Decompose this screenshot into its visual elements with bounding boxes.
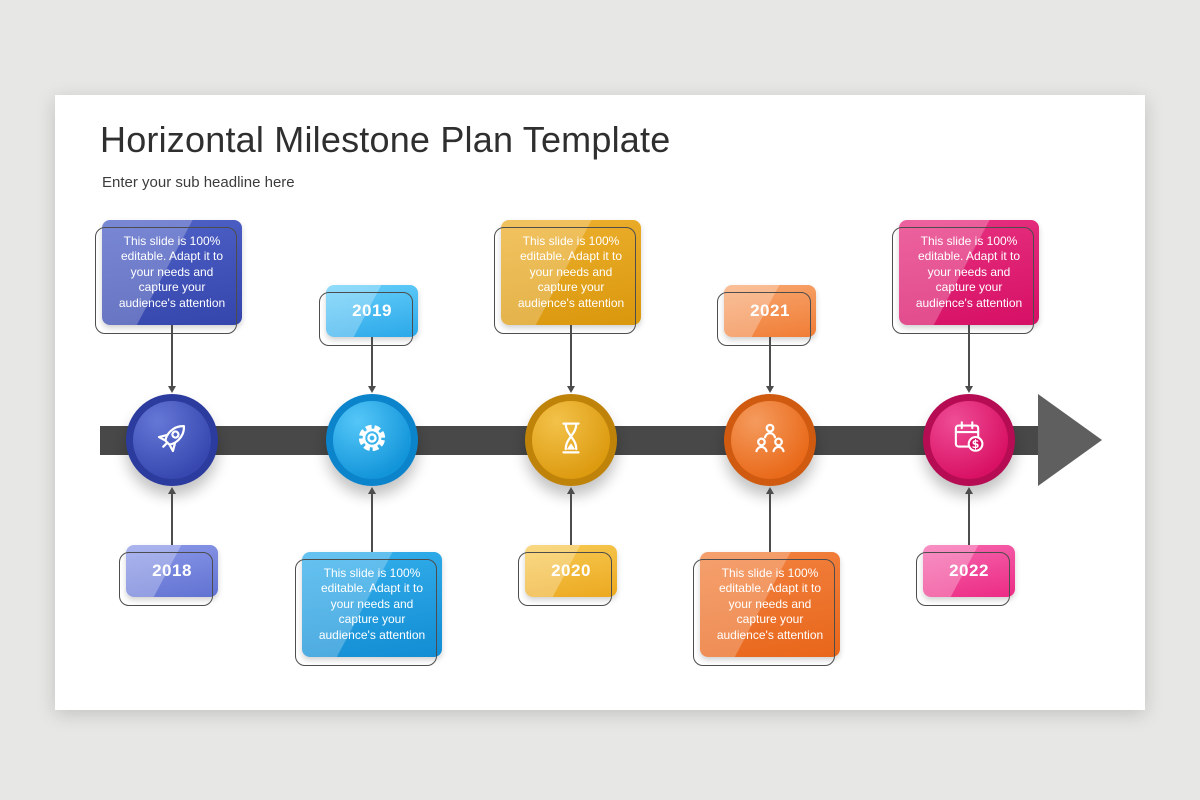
timeline-arrowhead-icon xyxy=(1038,394,1102,486)
hourglass-icon xyxy=(551,418,591,463)
connector-arrow-down xyxy=(168,325,176,393)
year-badge-2019: 2019 xyxy=(319,285,418,346)
description-box-2020: This slide is 100% editable. Adapt it to… xyxy=(494,220,641,334)
milestone-circle-inner: $ xyxy=(930,401,1008,479)
year-badge-2022: 2022 xyxy=(916,545,1015,606)
milestone-circle-2018 xyxy=(126,394,218,486)
connector-arrow-up xyxy=(567,487,575,545)
year-badge-2021: 2021 xyxy=(717,285,816,346)
description-box-2021: This slide is 100% editable. Adapt it to… xyxy=(693,552,840,666)
slide-canvas: Horizontal Milestone Plan Template Enter… xyxy=(55,95,1145,710)
milestone-circle-2021 xyxy=(724,394,816,486)
year-badge-2018: 2018 xyxy=(119,545,218,606)
connector-arrow-up xyxy=(168,487,176,545)
connector-arrow-up xyxy=(368,487,376,552)
slide-title: Horizontal Milestone Plan Template xyxy=(100,119,671,160)
year-badge-2020: 2020 xyxy=(518,545,617,606)
svg-text:$: $ xyxy=(972,437,980,450)
milestone-circle-inner xyxy=(731,401,809,479)
gear-icon xyxy=(351,417,393,464)
description-box-2018: This slide is 100% editable. Adapt it to… xyxy=(95,220,242,334)
connector-arrow-down xyxy=(368,337,376,393)
description-box-2019: This slide is 100% editable. Adapt it to… xyxy=(295,552,442,666)
calendar-dollar-icon: $ xyxy=(948,417,990,464)
connector-arrow-down xyxy=(965,325,973,393)
connector-arrow-down xyxy=(567,325,575,393)
connector-arrow-up xyxy=(965,487,973,545)
description-box-2022: This slide is 100% editable. Adapt it to… xyxy=(892,220,1039,334)
milestone-circle-inner xyxy=(133,401,211,479)
milestone-circle-2019 xyxy=(326,394,418,486)
connector-arrow-down xyxy=(766,337,774,393)
connector-arrow-up xyxy=(766,487,774,552)
people-icon xyxy=(749,417,791,464)
milestone-circle-2020 xyxy=(525,394,617,486)
slide-subtitle: Enter your sub headline here xyxy=(102,174,295,191)
rocket-icon xyxy=(151,417,193,464)
milestone-circle-inner xyxy=(532,401,610,479)
milestone-circle-inner xyxy=(333,401,411,479)
milestone-circle-2022: $ xyxy=(923,394,1015,486)
